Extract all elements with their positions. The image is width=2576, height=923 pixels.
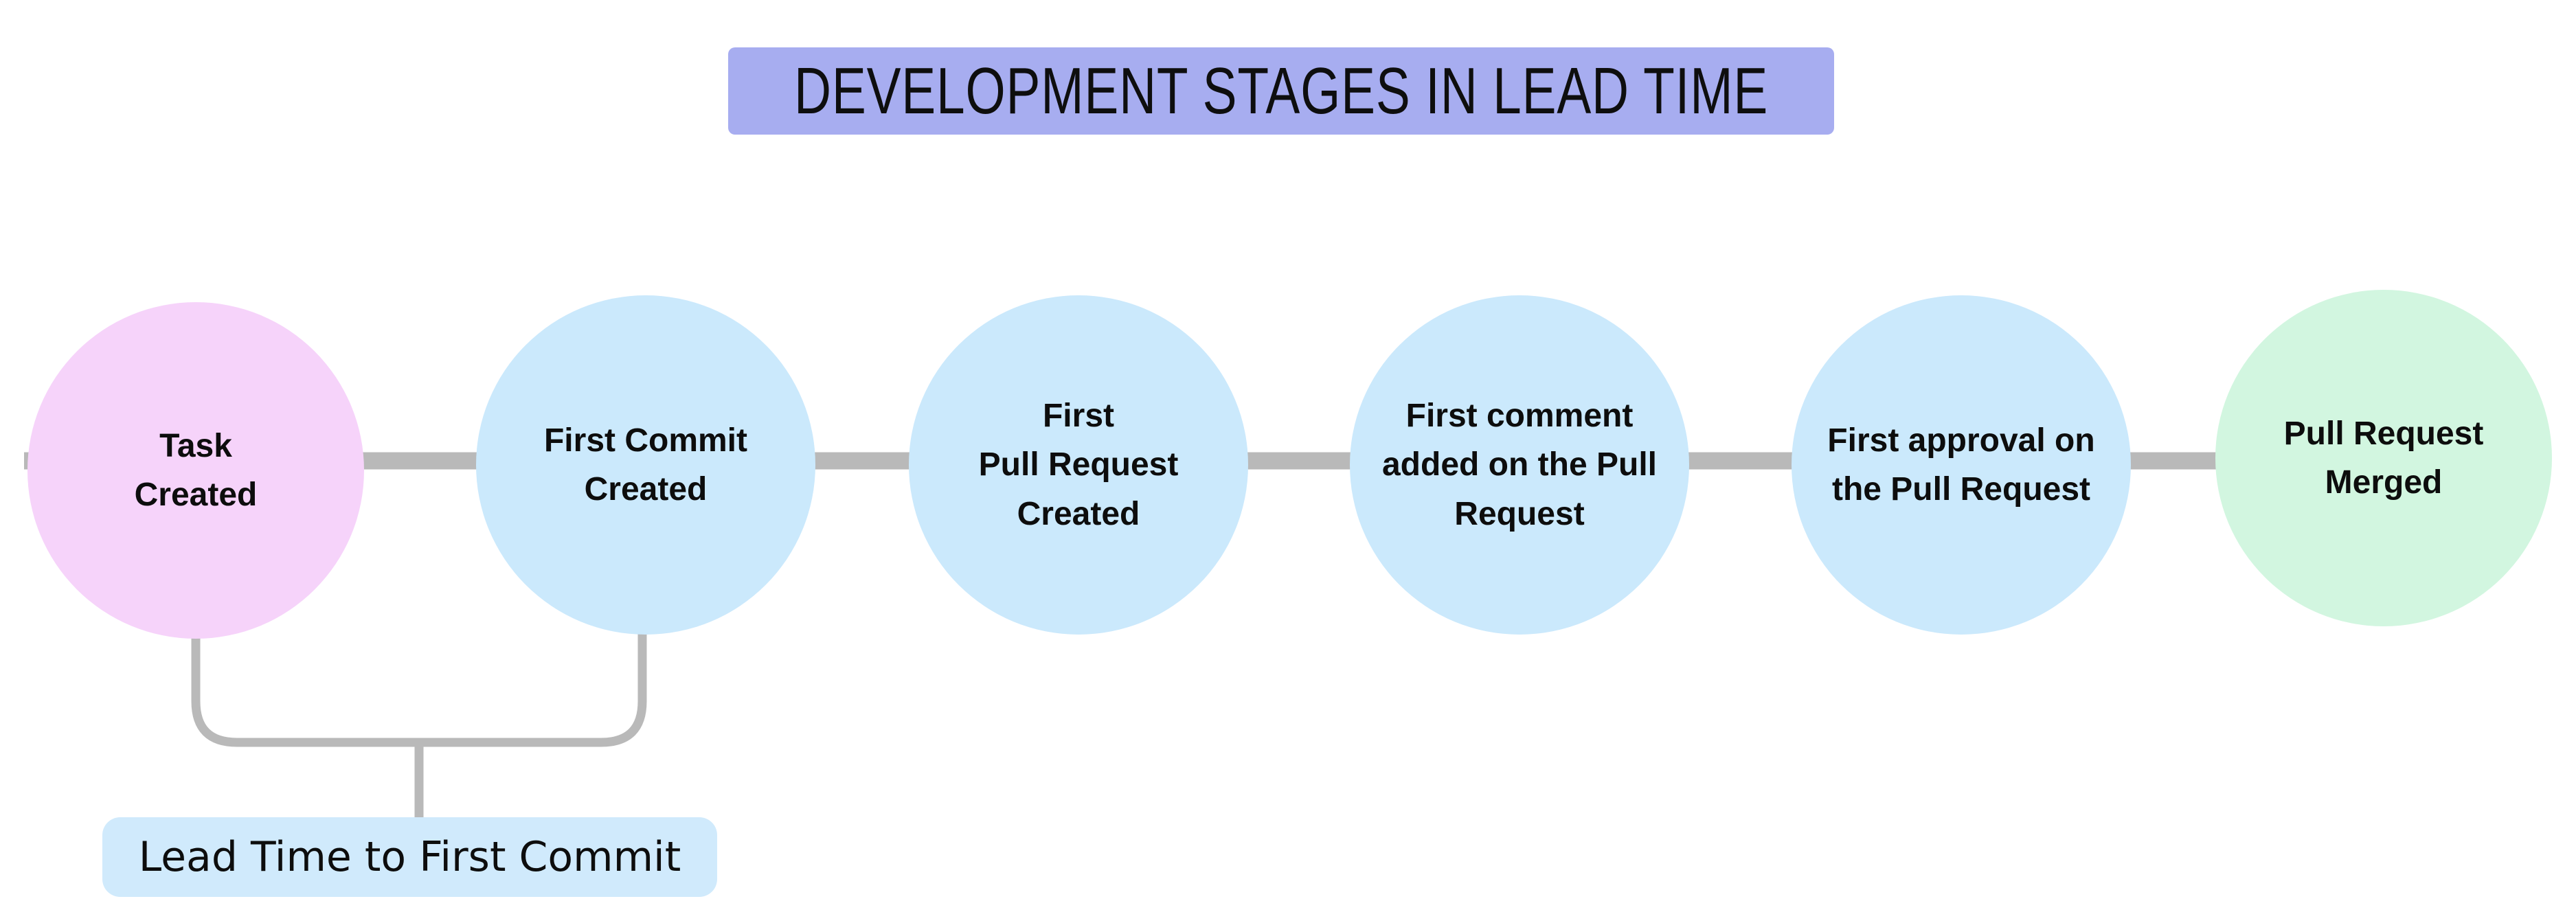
title-banner: DEVELOPMENT STAGES IN LEAD TIME — [728, 47, 1834, 135]
lead-time-label: Lead Time to First Commit — [102, 817, 717, 897]
stage-label: First Commit Created — [543, 422, 747, 508]
stage-circle-task-created: Task Created — [27, 302, 364, 639]
stage-label: Task Created — [134, 427, 258, 513]
stage-circle-pull-request-merged: Pull Request Merged — [2215, 290, 2552, 626]
stage-label: First comment added on the Pull Request — [1381, 398, 1657, 532]
stage-circle-first-comment-added: First comment added on the Pull Request — [1350, 295, 1689, 635]
lead-time-bracket — [191, 626, 647, 747]
stage-label: First Pull Request Created — [978, 398, 1179, 532]
lead-time-label-text: Lead Time to First Commit — [138, 833, 681, 881]
stage-circle-first-approval: First approval on the Pull Request — [1792, 295, 2131, 635]
stage-circle-first-commit-created: First Commit Created — [476, 295, 815, 635]
stage-circle-first-pull-request-created: First Pull Request Created — [909, 295, 1248, 635]
stage-label: First approval on the Pull Request — [1827, 422, 2095, 508]
stage-label: Pull Request Merged — [2283, 415, 2484, 501]
page-title: DEVELOPMENT STAGES IN LEAD TIME — [793, 54, 1769, 128]
